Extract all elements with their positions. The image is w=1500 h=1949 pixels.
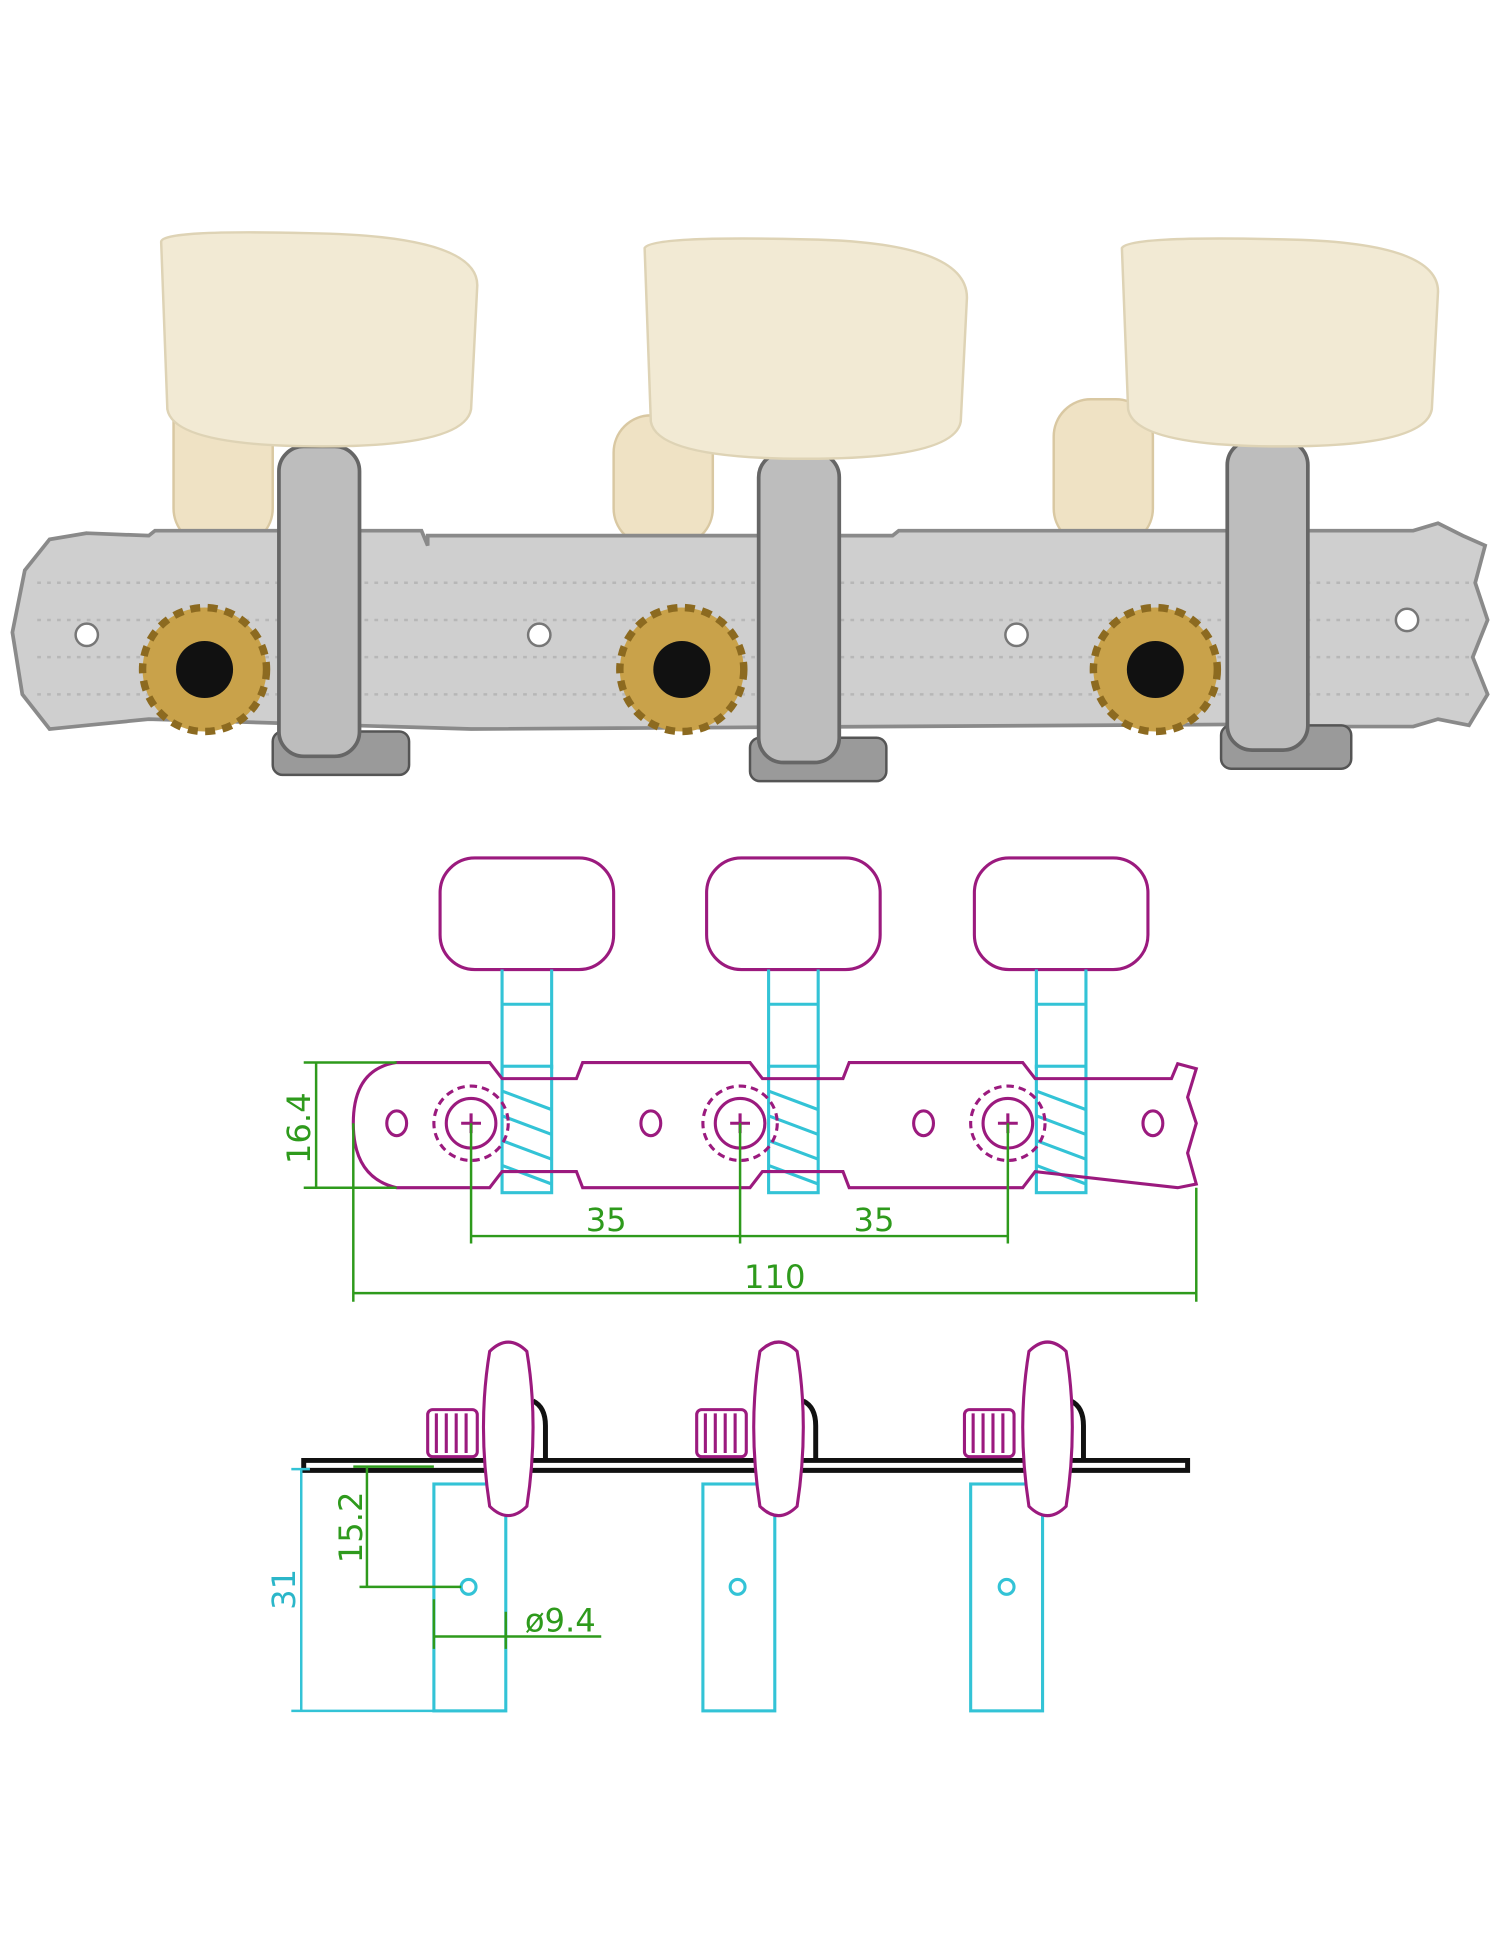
dim-post-length: 31 bbox=[265, 1569, 303, 1610]
dim-spacing-2: 35 bbox=[853, 1201, 894, 1239]
top-view-drawing bbox=[303, 856, 1199, 1302]
knobs-side bbox=[481, 1340, 1074, 1518]
dim-post-diameter: ø9.4 bbox=[525, 1602, 596, 1640]
dim-plate-height: 16.4 bbox=[280, 1092, 318, 1164]
posts-side bbox=[432, 1482, 1045, 1713]
tuner-1 bbox=[138, 231, 479, 777]
product-photo bbox=[10, 231, 1490, 783]
shafts-top bbox=[500, 969, 1088, 1195]
dim-hole-offset: 15.2 bbox=[332, 1492, 370, 1564]
dim-overall-length: 110 bbox=[744, 1258, 806, 1296]
tuner-3 bbox=[1089, 237, 1440, 770]
plate-outline-top bbox=[351, 1060, 1199, 1190]
dimension-lines-top bbox=[303, 1061, 1198, 1302]
holes-top bbox=[385, 1109, 1165, 1138]
dim-spacing-1: 35 bbox=[586, 1201, 627, 1239]
plate-profile-side bbox=[301, 1398, 1191, 1473]
plate-texture bbox=[37, 581, 1476, 696]
dimension-lines-side bbox=[291, 1465, 602, 1713]
tuner-2 bbox=[616, 237, 969, 783]
gears-side bbox=[426, 1408, 1016, 1459]
side-view-drawing bbox=[291, 1340, 1191, 1713]
mounting-holes bbox=[74, 607, 1420, 648]
knobs-top bbox=[438, 856, 1150, 972]
